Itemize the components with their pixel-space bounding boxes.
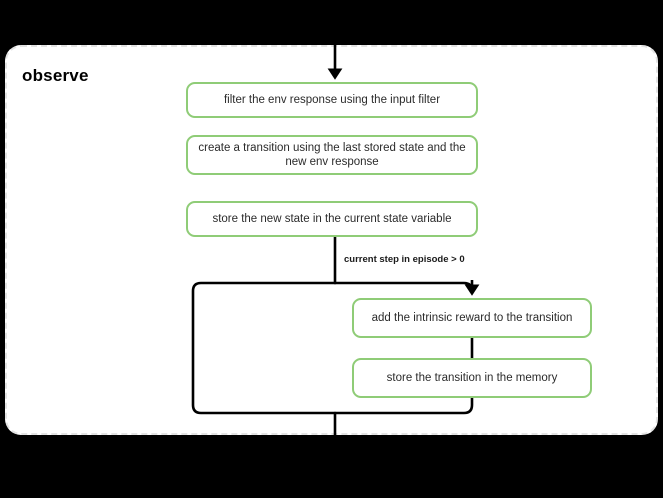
node-create-transition[interactable]: create a transition using the last store… (186, 135, 478, 175)
node-label: store the new state in the current state… (212, 213, 452, 225)
node-filter-env-response[interactable]: filter the env response using the input … (186, 82, 478, 118)
node-add-intrinsic-reward[interactable]: add the intrinsic reward to the transiti… (352, 298, 592, 338)
node-label: store the transition in the memory (386, 372, 558, 384)
node-store-new-state[interactable]: store the new state in the current state… (186, 201, 478, 237)
node-label: create a transition using the last store… (198, 142, 466, 168)
node-label: add the intrinsic reward to the transiti… (371, 312, 573, 324)
node-store-transition-memory[interactable]: store the transition in the memory (352, 358, 592, 398)
group-title-observe: observe (22, 66, 89, 85)
edge-label-condition: current step in episode > 0 (344, 254, 465, 265)
node-label: filter the env response using the input … (223, 94, 441, 106)
